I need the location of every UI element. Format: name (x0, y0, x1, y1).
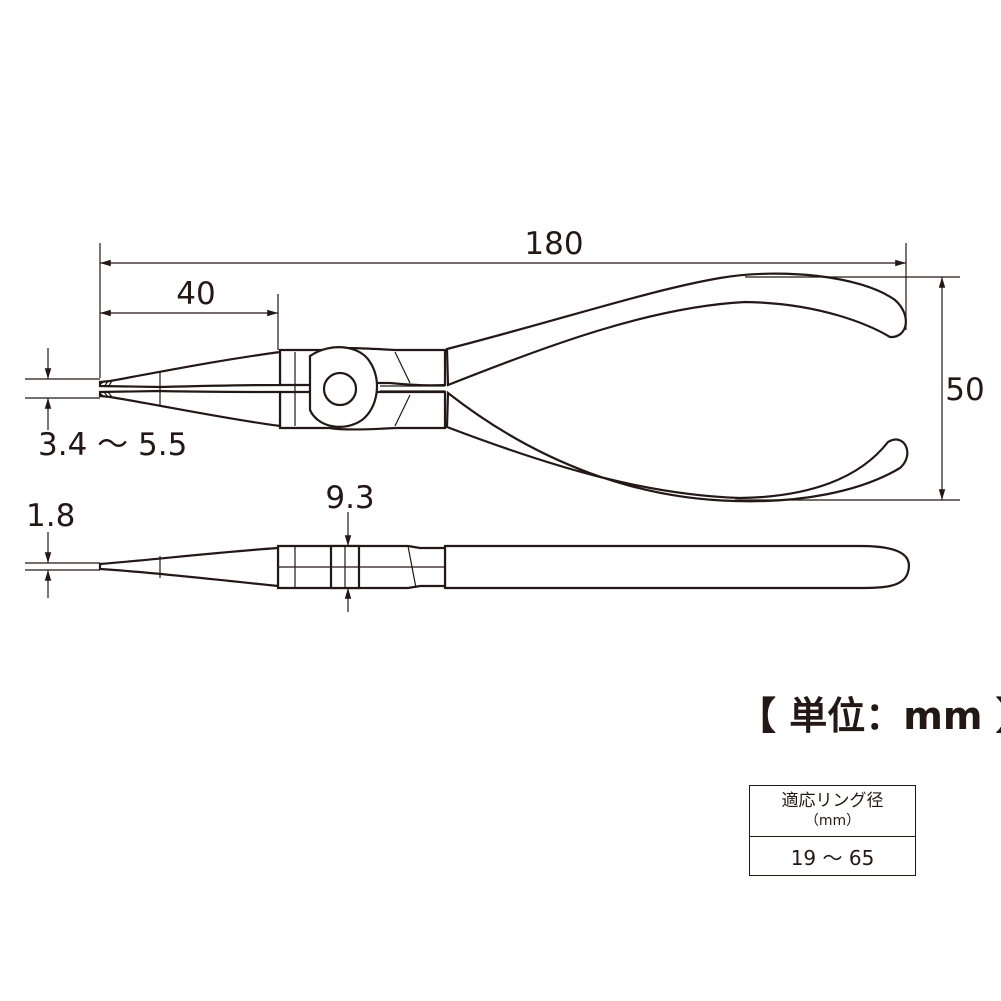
side-line (407, 545, 417, 589)
upper-handle (445, 272, 907, 387)
unit-label: 【 単位：mm 】 (738, 694, 1001, 738)
pivot-hole (322, 371, 358, 407)
dim-tip-thickness: 1.8 (26, 498, 75, 534)
tip-serration (100, 380, 113, 398)
dim-joint-thickness: 9.3 (325, 480, 374, 516)
ring-size-value: 19 ～ 65 (749, 836, 916, 876)
ring-size-header-cell: 適応リング径 （mm） (749, 785, 916, 837)
tip-upper (98, 350, 282, 389)
dim-tip-range: 3.4 ～ 5.5 (38, 427, 187, 463)
lower-handle (445, 390, 909, 503)
jaw-line (394, 394, 411, 427)
ring-size-header: 適応リング径 (781, 791, 884, 811)
side-handle (443, 544, 910, 590)
ring-size-table: 適応リング径 （mm） 19 ～ 65 (749, 785, 916, 876)
ring-size-header-unit: （mm） (804, 813, 861, 829)
jaw-line (394, 351, 411, 384)
side-tip (98, 546, 280, 588)
pliers-side-view (98, 544, 910, 590)
tip-lower (98, 389, 282, 428)
dim-overall-length: 180 (524, 226, 583, 262)
dim-height: 50 (945, 372, 984, 408)
dimension-lines (25, 243, 960, 612)
dim-tip-length: 40 (176, 276, 215, 312)
pliers-top-view (98, 272, 909, 503)
